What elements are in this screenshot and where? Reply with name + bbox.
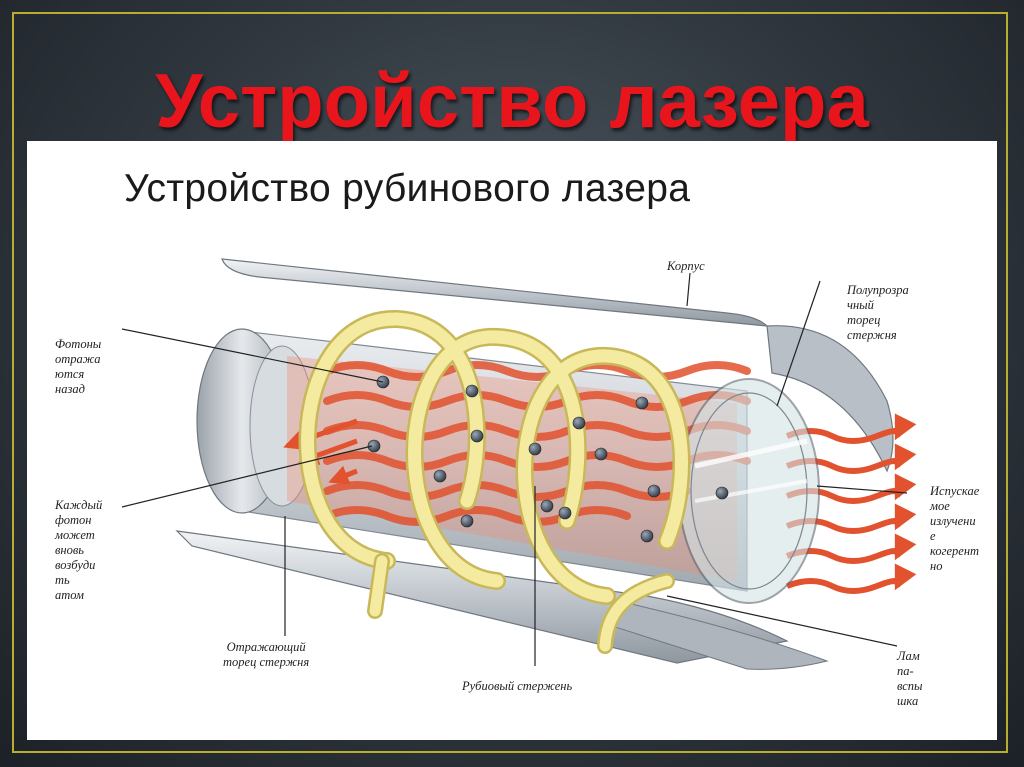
diagram-title: Устройство рубинового лазера	[124, 167, 691, 210]
label-each-photon: Каждый фотон может вновь возбуди ть атом	[55, 498, 103, 602]
diagram-panel: Устройство рубинового лазера	[27, 141, 997, 740]
label-emitted-radiation: Испускае мое излучени е когерент но	[930, 484, 980, 573]
atoms	[367, 375, 729, 543]
label-ruby-rod: Рубиовый стержень	[462, 679, 573, 693]
housing-lower	[175, 530, 829, 670]
label-korpus: Корпус	[667, 259, 705, 273]
flash-lamp-coil	[298, 309, 691, 654]
housing-upper	[221, 258, 894, 473]
label-reflecting-end: Отражающий торец стержня	[223, 640, 310, 669]
label-photons-reflected: Фотоны отража ются назад	[55, 337, 102, 396]
slide-title: Устройство лазера	[155, 59, 869, 144]
label-semi-transparent-end: Полупрозра чный торец стержня	[847, 283, 909, 342]
leader-lines	[121, 272, 908, 666]
laser-diagram	[121, 258, 917, 670]
label-flash-lamp: Лам па- вспы шка	[897, 649, 923, 708]
slide-frame	[12, 12, 1008, 753]
semi-transparent-end-face	[678, 378, 820, 604]
